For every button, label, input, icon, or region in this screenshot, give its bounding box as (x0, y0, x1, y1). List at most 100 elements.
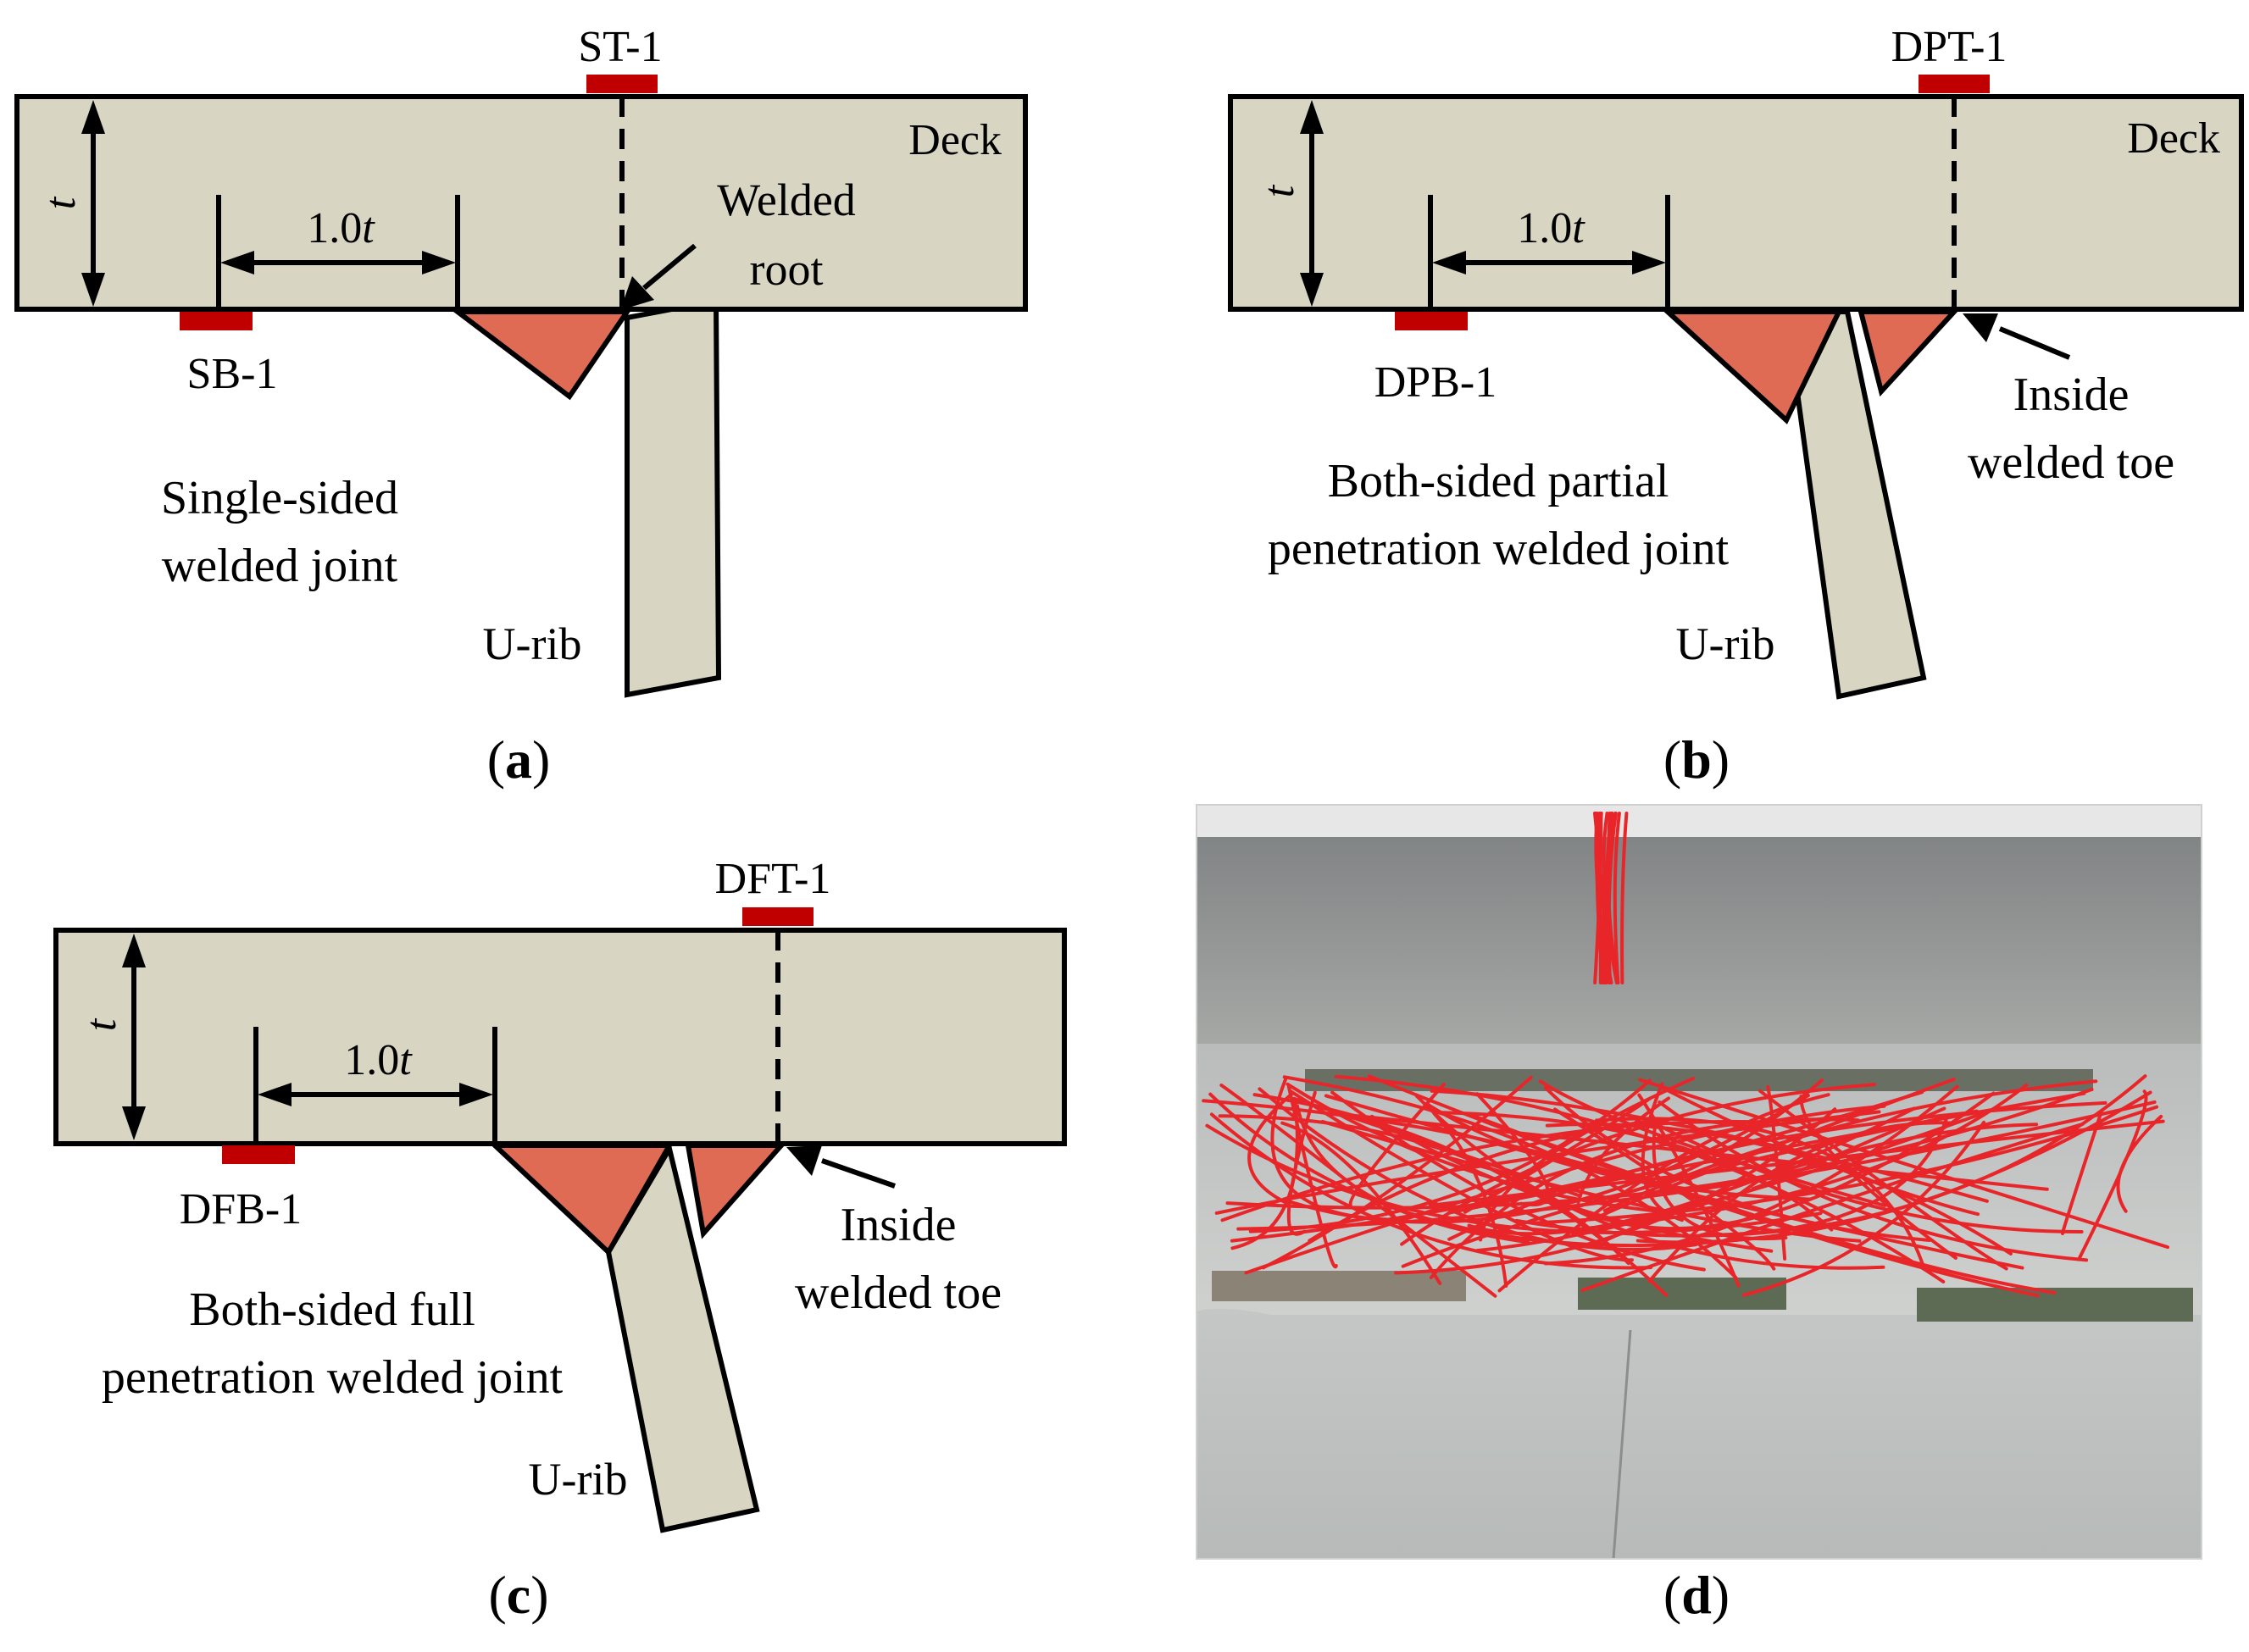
wire (1469, 1113, 2057, 1294)
photo-top-strip (1197, 805, 2202, 837)
arrow-down-icon (1300, 273, 1324, 307)
arrow-up-icon (81, 100, 105, 134)
arrow-up-icon (122, 934, 146, 967)
inside-weld-bead (1858, 309, 1960, 397)
panel-d-photo: (d) (1196, 804, 2202, 1625)
joint-type-line-2: penetration welded joint (102, 1351, 564, 1404)
bottom-gauge-label: SB-1 (187, 350, 278, 398)
wire (2060, 1109, 2103, 1235)
annotation-label-line-1: Inside (2013, 369, 2130, 421)
arrow-right-icon (422, 251, 456, 274)
wire (1348, 1083, 1446, 1206)
spacing-label: 1.0t (307, 204, 375, 252)
wire (1544, 1084, 1959, 1266)
wire (1602, 812, 1613, 984)
panel-c: DFT-1 t 1.0t DFB-1 Inside welded toe Bot… (53, 855, 1067, 1625)
wire (1658, 1100, 2089, 1262)
wire (1595, 1117, 1924, 1266)
terminal-strip-left (1212, 1271, 1466, 1301)
arrow-left-icon (220, 251, 254, 274)
annotation-label-line-2: welded toe (1968, 436, 2174, 489)
spacing-label: 1.0t (344, 1036, 413, 1084)
wire (1758, 1089, 2008, 1271)
annotation-leader-line (1998, 326, 2071, 360)
u-rib-label: U-rib (483, 618, 582, 669)
wire (1602, 1123, 2039, 1244)
arrow-down-icon (122, 1106, 146, 1140)
thickness-symbol: t (36, 196, 85, 209)
annotation-label-line-1: Welded (717, 175, 856, 225)
wire (1553, 1107, 1776, 1271)
wire (1475, 1110, 1989, 1253)
arrow-right-icon (459, 1083, 493, 1106)
joint-type-line-1: Single-sided (161, 472, 398, 524)
arrow-down-icon (81, 273, 105, 307)
outer-weld-bead (488, 1143, 675, 1256)
deck-label: Deck (2127, 114, 2220, 163)
annotation-label-line-2: welded toe (795, 1267, 1002, 1319)
deck-plate (14, 94, 1028, 312)
wire (1538, 1079, 1887, 1207)
top-gauge-label: DFT-1 (715, 855, 831, 903)
joint-type-line-2: penetration welded joint (1268, 523, 1730, 575)
wire (1295, 1104, 1530, 1245)
photo-upper-wall (1197, 805, 2202, 1044)
wire (1334, 1074, 1946, 1283)
wire (1202, 1099, 1660, 1189)
wire (1367, 1074, 2040, 1298)
annotation-label-line-1: Inside (841, 1199, 957, 1251)
annotation-arrow-icon (620, 276, 654, 310)
wire (1576, 1096, 1670, 1205)
deck-plate (53, 928, 1067, 1146)
wire (1595, 812, 1606, 984)
top-gauge-marker (586, 75, 658, 93)
weld-bead (450, 309, 632, 401)
bottom-gauge-marker (222, 1145, 295, 1164)
wire (1230, 1099, 1299, 1250)
wire (1370, 1114, 1774, 1253)
u-rib-plate (625, 297, 722, 698)
photo-crack-line (1612, 1329, 1632, 1560)
wire (1613, 812, 1621, 984)
inside-weld-bead (685, 1143, 787, 1239)
arrow-left-icon (258, 1083, 292, 1106)
annotation-label-line-2: root (750, 244, 824, 295)
outer-weld-bead (1661, 309, 1843, 424)
annotation-arrow-icon (786, 1145, 822, 1176)
joint-type-line-2: welded joint (162, 540, 398, 592)
top-gauge-label: DPT-1 (1891, 23, 2007, 71)
wire (1218, 1114, 1630, 1266)
strain-gauge-wires (1202, 812, 2170, 1298)
wire (1447, 1100, 2107, 1241)
panel-a: ST-1 Deck t 1.0t Welded root SB-1 Single… (14, 23, 1028, 790)
arrow-left-icon (1432, 251, 1466, 274)
wire (1586, 1091, 1996, 1231)
wire (1292, 1096, 1582, 1198)
wire (2077, 1089, 2148, 1261)
wire (1394, 1107, 1837, 1275)
wire (1219, 1084, 1497, 1298)
top-gauge-marker (1919, 75, 1990, 93)
deck-plate (1228, 94, 2244, 312)
joint-type-line-1: Both-sided full (189, 1283, 475, 1336)
u-rib-label: U-rib (529, 1454, 628, 1505)
terminal-strip-top (1305, 1069, 2093, 1091)
panel-caption: (c) (488, 1565, 548, 1625)
bottom-gauge-marker (180, 312, 253, 330)
u-rib-label: U-rib (1676, 618, 1775, 669)
wire (1607, 812, 1618, 984)
bottom-gauge-label: DFB-1 (180, 1185, 302, 1233)
top-gauge-marker (742, 907, 814, 926)
wire (1287, 1094, 1810, 1224)
panel-caption: (b) (1663, 729, 1730, 790)
bottom-gauge-marker (1395, 312, 1468, 330)
panel-caption: (a) (487, 729, 551, 790)
wire (1439, 1111, 1834, 1232)
wire (1247, 1092, 1294, 1204)
wire (1330, 1090, 1706, 1272)
wire (1620, 812, 1629, 984)
panel-b: DPT-1 Deck t 1.0t DPB-1 Inside welded to… (1228, 23, 2244, 790)
photo-lower-wall (1197, 1308, 2202, 1559)
wire (1401, 1109, 1979, 1268)
spacing-label: 1.0t (1517, 204, 1585, 252)
